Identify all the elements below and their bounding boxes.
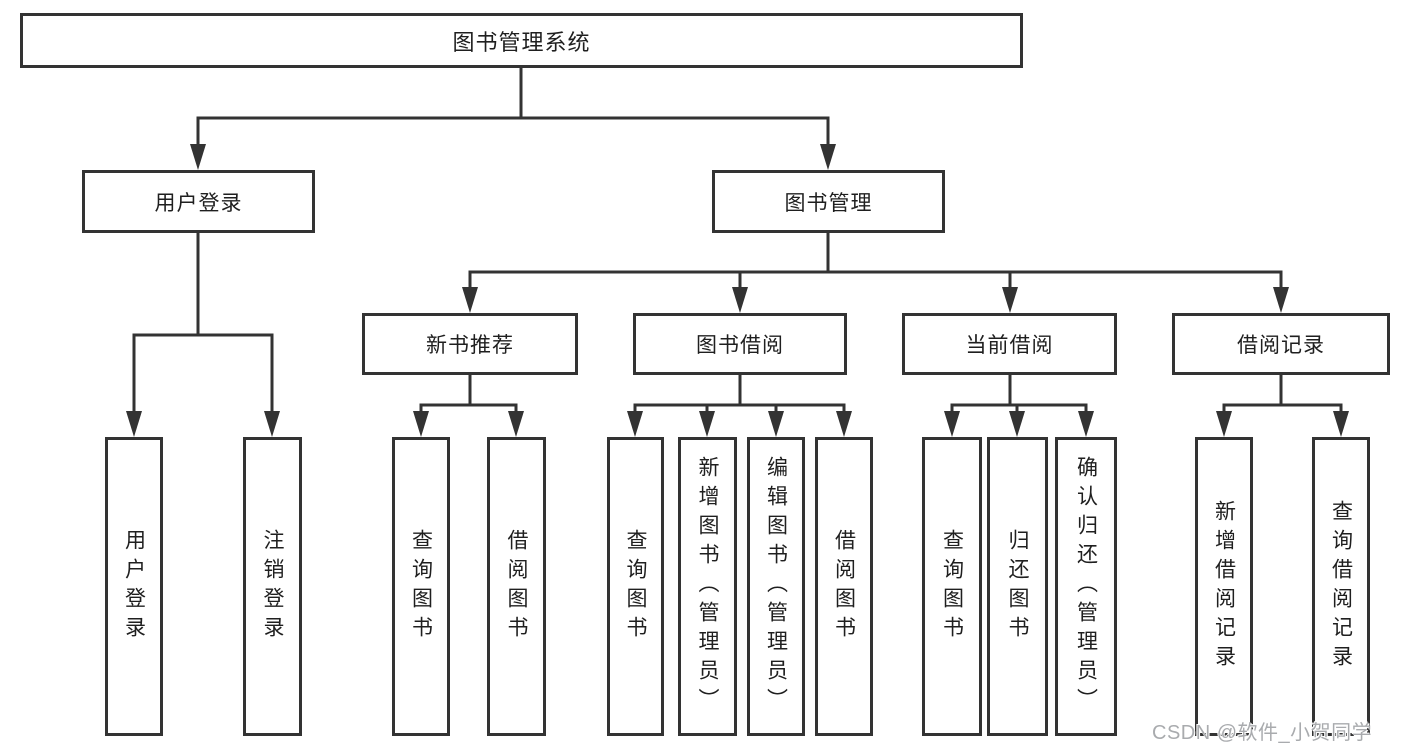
node-leaf-confirm-return-admin-label: 确认归还（管理员） [1074, 456, 1098, 717]
node-leaf-add-book-admin: 新增图书（管理员） [678, 437, 737, 736]
node-leaf-query-books-2: 查询图书 [607, 437, 664, 736]
node-root-label: 图书管理系统 [452, 29, 591, 55]
node-borrowing-records-label: 借阅记录 [1237, 334, 1325, 357]
node-user-login-label: 用户登录 [154, 191, 243, 215]
node-leaf-user-login: 用户登录 [105, 437, 163, 736]
node-leaf-query-books-2-label: 查询图书 [624, 528, 647, 645]
node-leaf-borrow-books-1: 借阅图书 [487, 437, 546, 736]
node-leaf-borrow-books-2-label: 借阅图书 [832, 528, 856, 645]
node-leaf-return-book-label: 归还图书 [1006, 528, 1029, 645]
node-leaf-user-login-label: 用户登录 [122, 528, 146, 645]
node-leaf-add-borrow-record-label: 新增借阅记录 [1212, 499, 1236, 674]
node-leaf-borrow-books-2: 借阅图书 [815, 437, 873, 736]
node-leaf-confirm-return-admin: 确认归还（管理员） [1055, 437, 1117, 736]
node-book-management-label: 图书管理 [784, 191, 873, 215]
node-book-borrowing-label: 图书借阅 [696, 334, 784, 357]
node-leaf-edit-book-admin-label: 编辑图书（管理员） [764, 456, 788, 717]
node-leaf-query-books-1-label: 查询图书 [409, 528, 433, 645]
node-current-borrowing: 当前借阅 [902, 313, 1117, 375]
node-borrowing-records: 借阅记录 [1172, 313, 1390, 375]
node-user-login: 用户登录 [82, 170, 315, 233]
node-leaf-query-books-3: 查询图书 [922, 437, 982, 736]
node-book-management: 图书管理 [712, 170, 945, 233]
node-new-book-recommend: 新书推荐 [362, 313, 578, 375]
node-current-borrowing-label: 当前借阅 [965, 334, 1054, 357]
node-book-borrowing: 图书借阅 [633, 313, 847, 375]
node-leaf-return-book: 归还图书 [987, 437, 1048, 736]
node-leaf-edit-book-admin: 编辑图书（管理员） [747, 437, 805, 736]
node-leaf-logout-label: 注销登录 [261, 528, 284, 645]
watermark: CSDN @软件_小贺同学 [1152, 722, 1373, 744]
node-root: 图书管理系统 [20, 13, 1023, 68]
node-leaf-query-borrow-record-label: 查询借阅记录 [1329, 499, 1353, 674]
node-new-book-recommend-label: 新书推荐 [426, 334, 514, 357]
node-leaf-add-book-admin-label: 新增图书（管理员） [696, 456, 719, 717]
node-leaf-borrow-books-1-label: 借阅图书 [505, 528, 528, 645]
node-leaf-query-books-3-label: 查询图书 [940, 528, 964, 645]
node-leaf-query-borrow-record: 查询借阅记录 [1312, 437, 1370, 736]
node-leaf-add-borrow-record: 新增借阅记录 [1195, 437, 1253, 736]
arrowheads [126, 144, 1349, 437]
node-leaf-logout: 注销登录 [243, 437, 302, 736]
node-leaf-query-books-1: 查询图书 [392, 437, 450, 736]
